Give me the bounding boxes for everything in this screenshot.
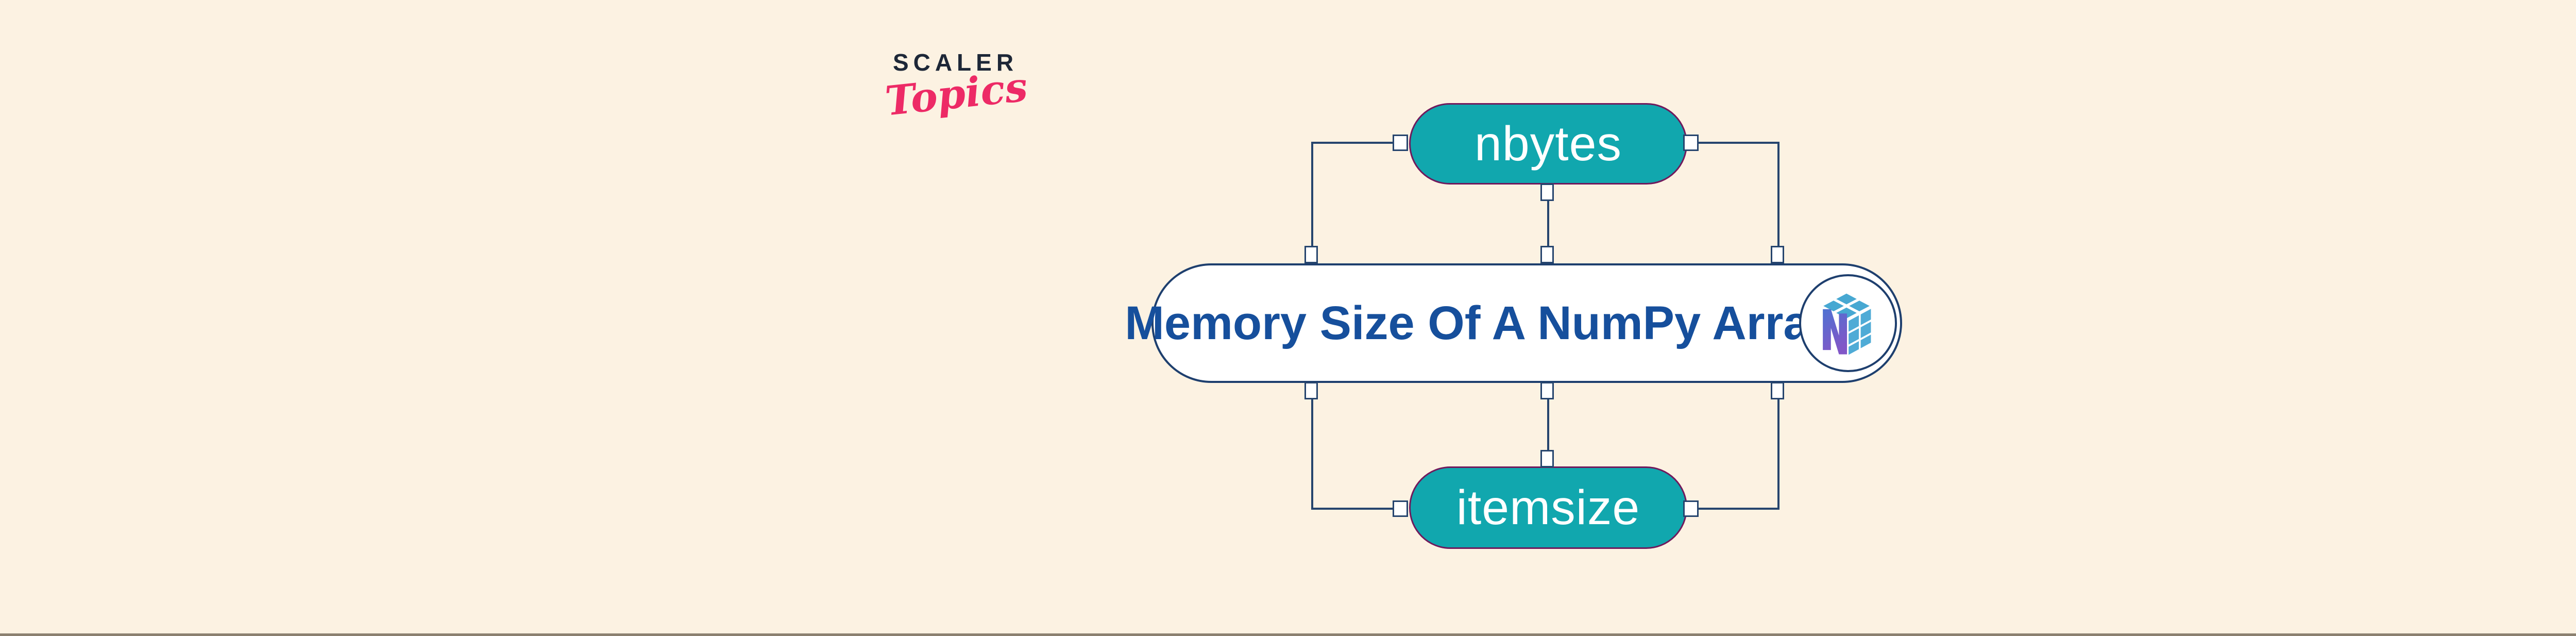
node-itemsize-label: itemsize (1456, 480, 1640, 535)
bottom-border-strip (0, 633, 2576, 636)
node-itemsize: itemsize (1409, 466, 1687, 549)
connection-handle (1304, 382, 1318, 399)
connection-handle (1540, 183, 1554, 201)
connector-line (1311, 142, 1313, 257)
numpy-logo-icon (1823, 293, 1871, 355)
connection-handle (1683, 500, 1699, 517)
node-nbytes: nbytes (1409, 103, 1687, 185)
node-title: Memory Size Of A NumPy Array (1125, 263, 1902, 383)
connection-handle (1304, 246, 1318, 263)
connector-line (1777, 142, 1780, 257)
connector-line (1547, 198, 1549, 257)
connector-line (1699, 508, 1778, 510)
node-nbytes-label: nbytes (1475, 116, 1622, 171)
diagram-title: Memory Size Of A NumPy Array (1125, 296, 1836, 349)
connector-line (1777, 389, 1780, 510)
connection-handle (1393, 500, 1408, 517)
connection-handle (1540, 450, 1554, 467)
connection-handle (1393, 135, 1408, 151)
connection-handle (1540, 246, 1554, 263)
connection-handle (1771, 246, 1784, 263)
brand-scaler-text: SCALER (892, 49, 1019, 76)
connection-handle (1771, 382, 1784, 399)
connector-line (1699, 142, 1778, 144)
connector-line (1311, 389, 1313, 510)
connector-line (1312, 142, 1398, 144)
numpy-logo-badge (1799, 274, 1897, 372)
connection-handle (1683, 135, 1699, 151)
connection-handle (1540, 382, 1554, 399)
connector-line (1312, 508, 1398, 510)
scaler-topics-logo: SCALER Topics (883, 48, 1030, 125)
connector-line (1547, 389, 1549, 454)
